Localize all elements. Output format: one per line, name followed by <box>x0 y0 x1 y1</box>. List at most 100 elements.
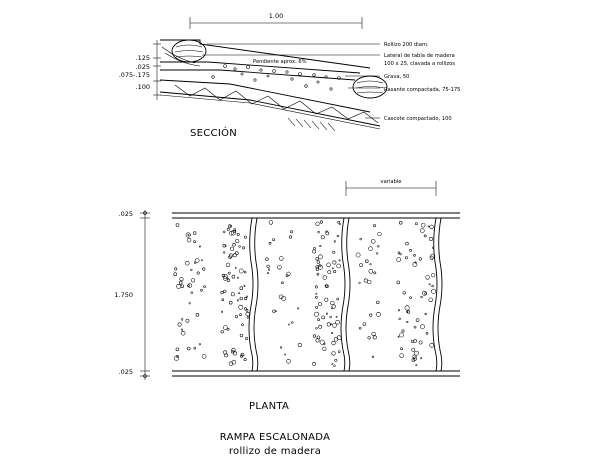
gravel-stone <box>322 346 327 351</box>
plan-logs <box>248 217 443 372</box>
gravel-stone <box>410 339 415 343</box>
plan-top-dimension: variable <box>345 179 437 196</box>
gravel-stone <box>425 275 430 280</box>
gravel-stone <box>235 239 240 244</box>
gravel-stone <box>220 291 224 295</box>
section-dim-3: .075-.175 <box>119 71 150 79</box>
gravel-stone <box>314 285 318 289</box>
gravel-stone <box>428 283 431 286</box>
gravel-stone <box>230 292 235 297</box>
gravel-stone <box>224 353 228 358</box>
gravel-stone <box>229 230 234 236</box>
gravel-stone <box>231 349 235 354</box>
gravel-stone <box>236 276 239 279</box>
gravel-stone <box>367 336 371 340</box>
gravel-stone <box>233 351 237 356</box>
gravel-stone <box>190 291 193 294</box>
slope-note: Pendiente aprox. 6% <box>253 59 307 65</box>
gravel-stone <box>398 220 403 225</box>
gravel-stone <box>316 260 321 264</box>
gravel-stone <box>335 316 338 318</box>
gravel-stone <box>228 300 233 305</box>
gravel-stone <box>376 312 381 317</box>
gravel-stone <box>315 338 320 343</box>
gravel-stone <box>404 256 408 260</box>
gravel-stone <box>187 284 190 287</box>
gravel-stone <box>332 250 336 254</box>
gravel-stone <box>414 261 417 264</box>
gravel-stone <box>195 313 200 317</box>
gravel-stone <box>401 329 405 333</box>
gravel-stone <box>367 279 372 285</box>
gravel-stone <box>399 353 404 358</box>
gravel-stone <box>317 231 320 234</box>
gravel-stone <box>362 322 367 326</box>
callout-grava: Grava, 50 <box>384 74 409 80</box>
gravel-stone <box>225 262 231 268</box>
gravel-stone <box>315 327 318 330</box>
gravel-stone <box>232 253 237 258</box>
gravel-stone <box>290 230 293 234</box>
gravel-stone <box>193 346 197 350</box>
gravel-stone <box>359 263 363 267</box>
gravel-stone <box>321 315 325 320</box>
title-line-2: rollizo de madera <box>229 446 321 457</box>
gravel-stone <box>175 223 180 227</box>
title-block: RAMPA ESCALONADA rollizo de madera <box>220 432 330 457</box>
gravel-stone <box>338 259 341 262</box>
gravel-stone <box>242 246 246 250</box>
gravel-stone <box>230 230 236 236</box>
callout-rollizo: Rollizo 200 diam. <box>384 42 429 48</box>
gravel-stone <box>267 268 270 271</box>
gravel-stone <box>358 281 361 284</box>
gravel-stone <box>239 313 242 316</box>
gravel-stone <box>234 315 238 319</box>
gravel-stone <box>284 353 286 356</box>
plan-dim-mid: 1.750 <box>114 291 133 299</box>
gravel-stone <box>333 270 337 273</box>
gravel-stone <box>331 304 336 309</box>
gravel-stone <box>377 245 380 248</box>
gravel-stone <box>222 244 226 248</box>
gravel-stone <box>286 359 291 364</box>
gravel-stone <box>322 275 327 280</box>
gravel-stone <box>371 355 375 358</box>
gravel-stone <box>424 312 427 316</box>
gravel-stone <box>369 313 373 317</box>
gravel-stone <box>330 300 335 306</box>
gravel-stone <box>402 291 406 295</box>
title-line-1: RAMPA ESCALONADA <box>220 432 330 443</box>
gravel-stone <box>326 322 331 327</box>
gravel-stone <box>176 355 179 358</box>
gravel-stone <box>231 347 236 353</box>
callout-rasante: Rasante compactada, 75-175 <box>384 87 460 93</box>
gravel-stone <box>431 288 437 294</box>
plan-variable-dimension: variable <box>381 179 402 185</box>
section-layers <box>159 39 381 132</box>
gravel-stone <box>423 234 427 238</box>
gravel-stone <box>409 296 412 299</box>
gravel-stone <box>317 318 320 322</box>
callout-lateral-1: Lateral de tabla de madera <box>384 53 455 59</box>
gravel-stone <box>399 253 402 256</box>
gravel-stone <box>358 326 362 330</box>
gravel-stone <box>335 319 340 325</box>
gravel-stone <box>413 339 417 343</box>
gravel-stone <box>230 246 235 251</box>
gravel-stone <box>431 284 434 288</box>
gravel-stone <box>200 289 203 292</box>
gravel-stone <box>223 325 228 330</box>
section-dim-4: .100 <box>136 83 150 91</box>
gravel-stone <box>244 297 248 301</box>
gravel-stone <box>316 272 320 276</box>
gravel-stone <box>412 354 417 359</box>
gravel-stone <box>245 308 249 312</box>
gravel-stone <box>331 267 334 270</box>
gravel-stone <box>180 284 184 288</box>
gravel-stone <box>181 328 184 331</box>
gravel-stone <box>397 309 401 312</box>
gravel-stone <box>324 297 329 302</box>
gravel-stone <box>405 241 409 246</box>
gravel-stone <box>315 265 319 269</box>
